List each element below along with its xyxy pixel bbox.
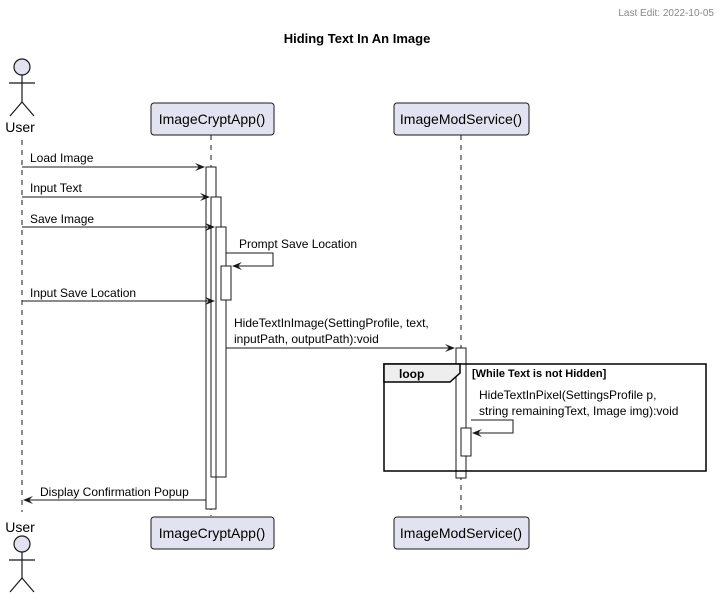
app-activation-4 — [220, 265, 232, 301]
user-actor-bottom: User — [5, 519, 35, 593]
hide-text-in-image-label-line2: inputPath, outputPath):void — [234, 332, 379, 346]
service-activation-2 — [460, 427, 472, 457]
user-actor-label-bottom: User — [5, 519, 35, 535]
prompt-save-location-arrow — [226, 252, 274, 270]
confirmation-popup-label: Display Confirmation Popup — [40, 485, 189, 499]
user-actor-top: User — [5, 58, 35, 135]
hide-text-in-pixel-label-line2: string remainingText, Image img):void — [479, 404, 678, 418]
app-participant-bottom: ImageCryptApp() — [150, 516, 275, 550]
service-participant-top: ImageModService() — [393, 102, 530, 136]
service-activation-1 — [455, 347, 467, 479]
app-participant-label: ImageCryptApp() — [159, 111, 266, 127]
loop-fragment: loop [While Text is not Hidden] — [383, 363, 707, 472]
app-activation-3 — [215, 226, 227, 478]
stick-figure-actor-icon — [9, 535, 35, 593]
load-image-label: Load Image — [30, 151, 94, 165]
service-participant-bottom: ImageModService() — [393, 516, 530, 550]
input-text-label: Input Text — [30, 181, 82, 195]
app-participant-top: ImageCryptApp() — [150, 102, 275, 136]
user-actor-label: User — [5, 119, 35, 135]
app-participant-label-bottom: ImageCryptApp() — [159, 525, 266, 541]
save-image-label: Save Image — [30, 212, 94, 226]
last-edit-label: Last Edit: 2022-10-05 — [618, 8, 714, 19]
service-participant-label: ImageModService() — [400, 111, 522, 127]
input-save-location-label: Input Save Location — [30, 286, 136, 300]
loop-keyword: loop — [399, 367, 424, 381]
stick-figure-actor-icon — [9, 58, 35, 117]
hide-text-in-image-label-line1: HideTextInImage(SettingProfile, text, — [234, 316, 429, 330]
hide-text-in-pixel-arrow — [471, 419, 514, 437]
prompt-save-location-label: Prompt Save Location — [239, 237, 357, 251]
loop-condition: [While Text is not Hidden] — [472, 368, 607, 380]
diagram-title: Hiding Text In An Image — [284, 31, 431, 46]
service-participant-label-bottom: ImageModService() — [400, 525, 522, 541]
hide-text-in-pixel-label-line1: HideTextInPixel(SettingsProfile p, — [479, 388, 656, 402]
